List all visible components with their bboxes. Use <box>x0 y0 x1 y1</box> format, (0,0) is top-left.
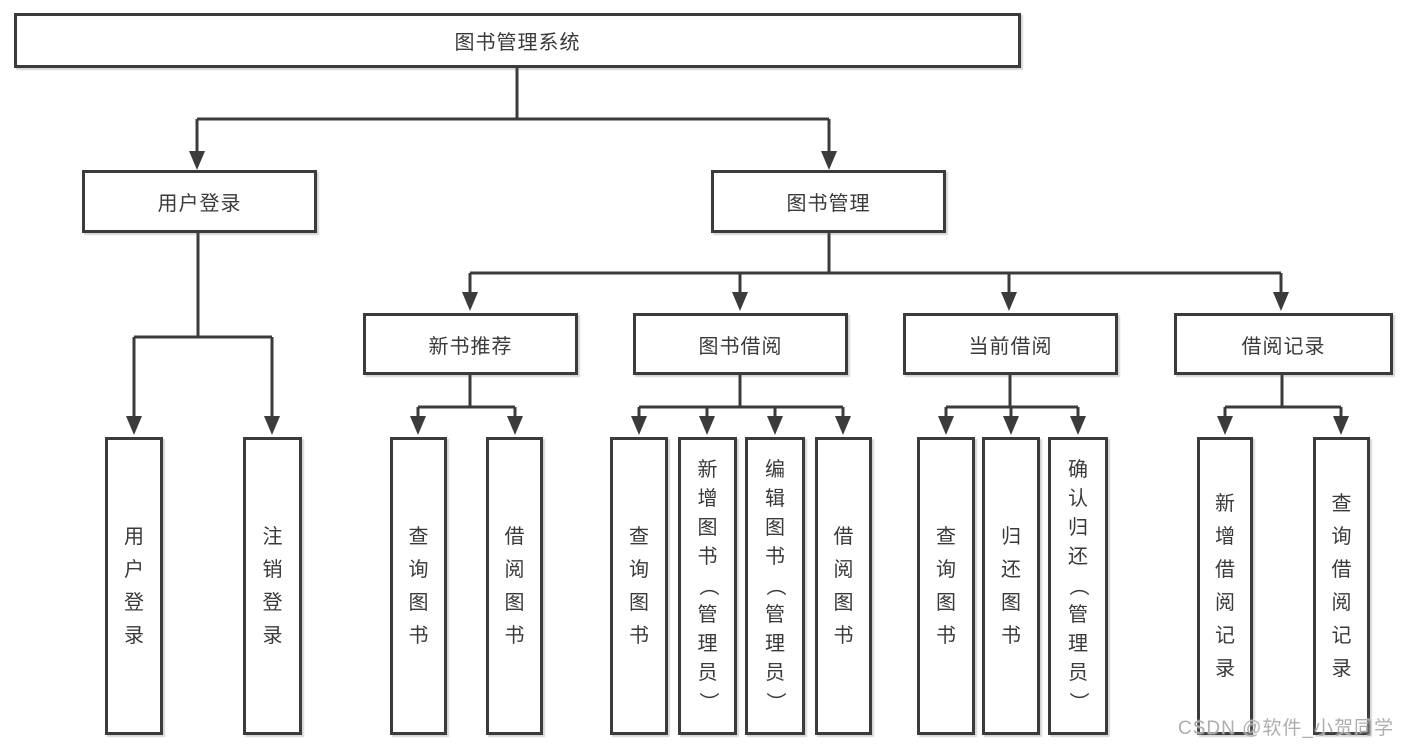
leaf-user-login-label: 用户登录 <box>124 525 144 647</box>
leaf-newrec-borrow-books-label: 借阅图书 <box>504 525 525 647</box>
leaf-newrec-borrow-books: 借阅图书 <box>486 437 543 735</box>
node-borrow-records-label: 借阅记录 <box>1241 335 1326 358</box>
leaf-user-login: 用户登录 <box>105 437 163 735</box>
leaf-newrec-query-books-label: 查询图书 <box>408 525 429 647</box>
node-new-book-recommend: 新书推荐 <box>363 313 578 375</box>
node-book-borrow: 图书借阅 <box>633 313 848 375</box>
node-current-borrow: 当前借阅 <box>903 313 1118 375</box>
leaf-borrow-borrow-books-label: 借阅图书 <box>833 525 854 647</box>
leaf-logout-label: 注销登录 <box>262 525 283 647</box>
node-current-borrow-label: 当前借阅 <box>968 335 1053 358</box>
leaf-current-confirm-return-admin: 确认归还（管理员） <box>1048 437 1108 735</box>
leaf-borrow-edit-books-admin: 编辑图书（管理员） <box>745 437 805 735</box>
leaf-borrow-query-books-label: 查询图书 <box>629 525 649 647</box>
leaf-current-return-books: 归还图书 <box>982 437 1040 735</box>
node-user-login-label: 用户登录 <box>157 193 242 215</box>
leaf-borrow-edit-books-admin-label: 编辑图书（管理员） <box>764 459 786 712</box>
leaf-borrow-borrow-books: 借阅图书 <box>815 437 872 735</box>
leaf-records-add-record: 新增借阅记录 <box>1197 437 1253 735</box>
leaf-current-query-books-label: 查询图书 <box>936 525 956 647</box>
node-borrow-records: 借阅记录 <box>1174 313 1393 375</box>
node-book-management: 图书管理 <box>711 170 946 233</box>
node-root: 图书管理系统 <box>14 13 1021 68</box>
leaf-records-query-record: 查询借阅记录 <box>1313 437 1370 735</box>
leaf-borrow-add-books-admin: 新增图书（管理员） <box>678 437 737 735</box>
leaf-current-confirm-return-admin-label: 确认归还（管理员） <box>1067 459 1089 712</box>
leaf-newrec-query-books: 查询图书 <box>390 437 447 735</box>
node-book-management-label: 图书管理 <box>786 193 871 215</box>
node-new-book-recommend-label: 新书推荐 <box>428 335 513 358</box>
watermark-text: CSDN @软件_小贺同学 <box>1178 718 1394 739</box>
node-book-borrow-label: 图书借阅 <box>698 335 783 358</box>
leaf-borrow-add-books-admin-label: 新增图书（管理员） <box>696 459 719 712</box>
node-user-login: 用户登录 <box>82 170 317 233</box>
leaf-current-query-books: 查询图书 <box>917 437 975 735</box>
leaf-borrow-query-books: 查询图书 <box>610 437 668 735</box>
leaf-records-add-record-label: 新增借阅记录 <box>1215 492 1235 680</box>
node-root-label: 图书管理系统 <box>454 32 581 54</box>
leaf-logout: 注销登录 <box>243 437 302 735</box>
leaf-records-query-record-label: 查询借阅记录 <box>1331 492 1352 680</box>
leaf-current-return-books-label: 归还图书 <box>1001 525 1021 647</box>
